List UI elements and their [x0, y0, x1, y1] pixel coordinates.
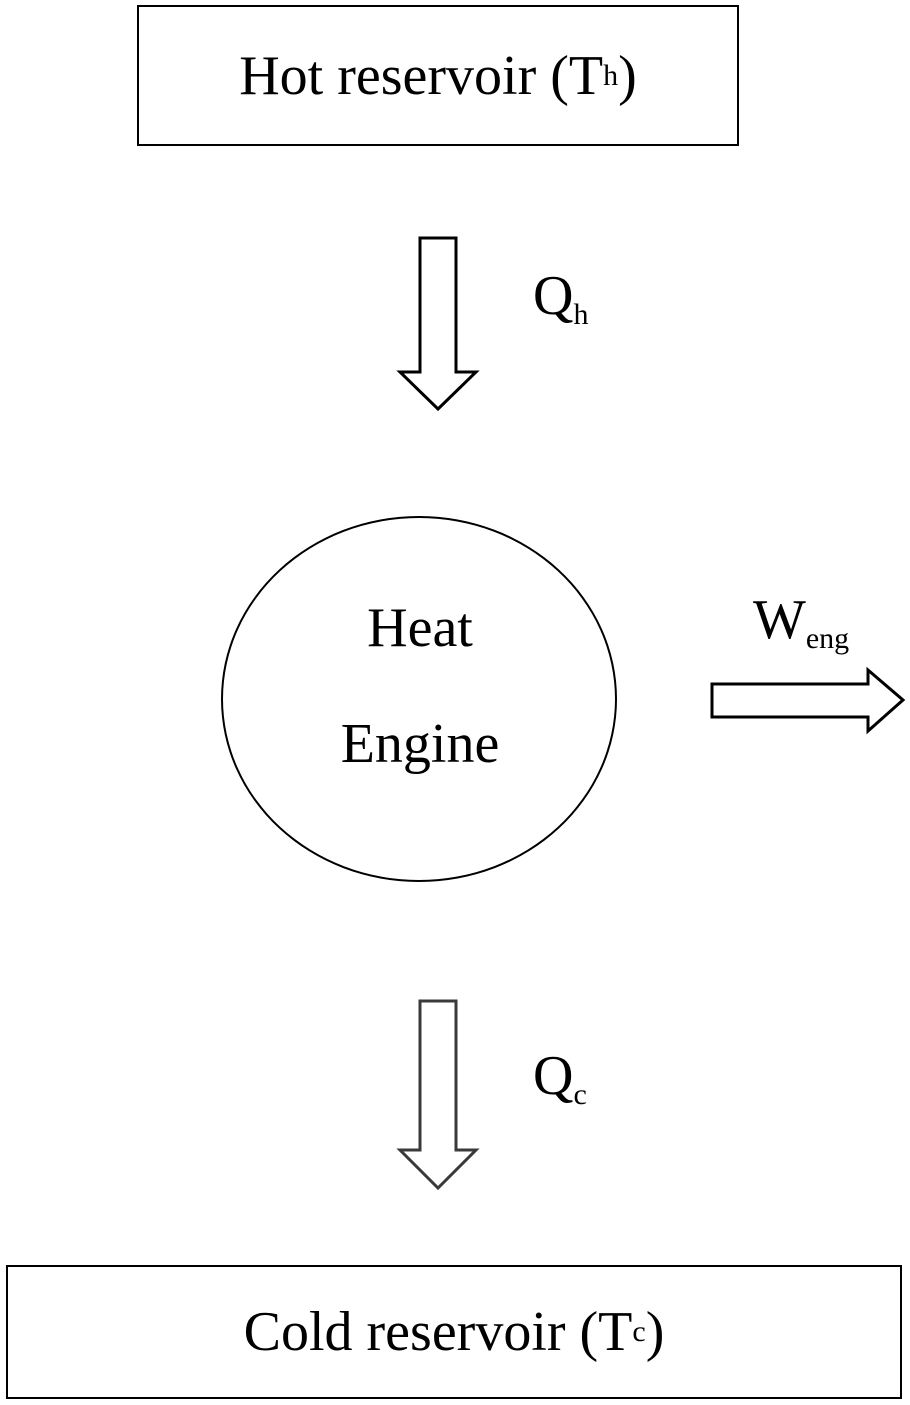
q-hot-label: Qh	[533, 268, 588, 330]
q-hot-arrow	[396, 236, 480, 412]
heat-engine-circle	[221, 516, 617, 882]
cold-reservoir-subscript: c	[632, 1315, 646, 1348]
work-symbol: W	[753, 589, 806, 651]
work-label: Weng	[753, 592, 849, 654]
q-cold-subscript: c	[573, 1078, 587, 1111]
q-cold-label: Qc	[533, 1048, 587, 1110]
work-subscript: eng	[805, 622, 850, 655]
work-arrow	[710, 666, 906, 735]
q-hot-subscript: h	[573, 298, 589, 331]
q-cold-arrow	[396, 999, 480, 1191]
engine-label-line1: Heat	[367, 597, 473, 659]
hot-reservoir-subscript: h	[603, 58, 619, 92]
hot-reservoir-label: Hot reservoir (T	[239, 44, 604, 107]
q-cold-symbol: Q	[533, 1045, 574, 1107]
cold-reservoir-label: Cold reservoir (T	[243, 1301, 633, 1363]
cold-reservoir-close: )	[645, 1301, 665, 1363]
hot-reservoir-close: )	[618, 44, 637, 107]
engine-label-line2: Engine	[340, 713, 500, 775]
q-hot-symbol: Q	[533, 265, 574, 327]
